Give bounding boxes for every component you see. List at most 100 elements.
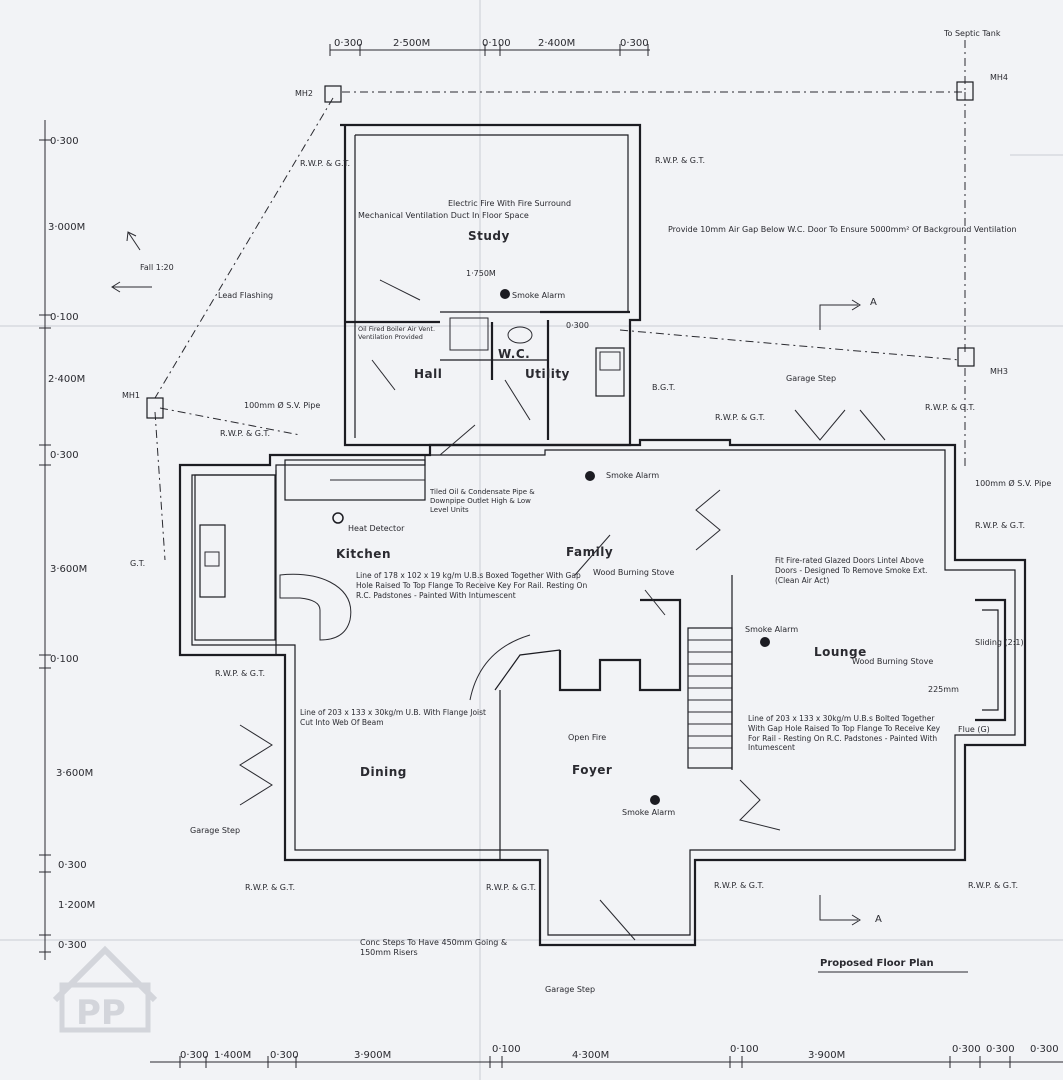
bottom-dim-2: 0·300 <box>270 1050 299 1061</box>
top-dim-3: 2·400M <box>538 38 575 49</box>
left-dimension-line: 0·300 3·000M 0·100 2·400M 0·300 3·600M 0… <box>39 120 95 960</box>
top-dim-2: 0·100 <box>482 38 511 49</box>
note-gully-left: 100mm Ø S.V. Pipe <box>244 400 320 410</box>
manhole-mh4 <box>956 81 974 101</box>
note-garage-step-left: Garage Step <box>190 826 240 835</box>
left-dim-6: 0·100 <box>50 654 79 665</box>
note-oil-boiler: Oil Fired Boiler Air Vent. Ventilation P… <box>358 325 436 342</box>
detectors <box>332 289 770 805</box>
note-heat-detector: Heat Detector <box>348 524 405 533</box>
note-deadlight: Sliding (2:1) <box>975 638 1024 647</box>
room-labels: Study Hall W.C. Utility Kitchen Family L… <box>336 229 867 779</box>
room-label-utility: Utility <box>525 367 570 381</box>
rwp-6: R.W.P. & G.T. <box>975 521 1025 530</box>
section-marker-bottom: A <box>875 914 882 925</box>
rwp-4: R.W.P. & G.T. <box>715 413 765 422</box>
note-lead-flashing: Lead Flashing <box>218 291 273 300</box>
room-label-lounge: Lounge <box>814 645 867 659</box>
note-garage-step-top: Garage Step <box>786 374 836 383</box>
note-dim-study: 1·750M <box>466 269 496 278</box>
manhole-mh1 <box>146 397 164 419</box>
smoke-alarm-icon <box>585 471 595 481</box>
note-electric-fire: Electric Fire With Fire Surround <box>448 199 571 208</box>
bottom-dim-7: 3·900M <box>808 1050 845 1061</box>
note-background-vent-text: Provide 10mm Air Gap Below W.C. Door To … <box>668 225 1017 234</box>
smoke-alarm-icon <box>500 289 510 299</box>
rwp-5: R.W.P. & G.T. <box>925 403 975 412</box>
left-dim-2: 0·100 <box>50 312 79 323</box>
watermark-text: PP <box>76 993 126 1033</box>
note-open-fire: Open Fire <box>568 733 606 742</box>
note-glazed-door: Fit Fire-rated Glazed Doors Lintel Above… <box>775 556 928 585</box>
mh4-label: MH4 <box>990 73 1008 82</box>
note-steps-wrap: Conc Steps To Have 450mm Going & 150mm R… <box>360 938 508 958</box>
section-marker-top: A <box>870 297 877 308</box>
bottom-dim-6: 0·100 <box>730 1044 759 1055</box>
note-gt: G.T. <box>130 559 145 568</box>
room-label-foyer: Foyer <box>572 763 612 777</box>
mh1-label: MH1 <box>122 391 140 400</box>
note-stove-family: Wood Burning Stove <box>593 568 674 577</box>
watermark-logo: PP <box>52 945 158 1033</box>
bottom-dim-4: 0·100 <box>492 1044 521 1055</box>
note-gully-right: 100mm Ø S.V. Pipe <box>975 478 1051 488</box>
rwp-11: R.W.P. & G.T. <box>968 881 1018 890</box>
left-dim-7: 3·600M <box>56 768 93 779</box>
left-dim-0: 0·300 <box>50 136 79 147</box>
room-label-hall: Hall <box>414 367 442 381</box>
note-flue: Flue (G) <box>958 725 990 734</box>
rwp-7: R.W.P. & G.T. <box>215 669 265 678</box>
room-label-family: Family <box>566 545 613 559</box>
left-dim-3: 2·400M <box>48 374 85 385</box>
left-dim-8: 0·300 <box>58 860 87 871</box>
mh3-label: MH3 <box>990 367 1008 376</box>
left-dim-4: 0·300 <box>50 450 79 461</box>
manhole-mh2 <box>324 85 342 103</box>
note-background-vent: Provide 10mm Air Gap Below W.C. Door To … <box>668 225 1017 234</box>
smoke-alarm-icon <box>650 795 660 805</box>
plan-title: Proposed Floor Plan <box>820 958 934 969</box>
rwp-8: R.W.P. & G.T. <box>245 883 295 892</box>
rwp-3: R.W.P. & G.T. <box>220 429 270 438</box>
smoke-alarm-icon <box>760 637 770 647</box>
note-smoke-alarm-foyer: Smoke Alarm <box>622 808 675 817</box>
rwp-2: R.W.P. & G.T. <box>655 156 705 165</box>
left-dim-9: 1·200M <box>58 900 95 911</box>
heat-detector-icon <box>332 512 344 524</box>
note-dining-lintel-wrap: Line of 203 x 133 x 30kg/m U.B. With Fla… <box>300 708 486 727</box>
top-dim-1: 2·500M <box>393 38 430 49</box>
rwp-9: R.W.P. & G.T. <box>486 883 536 892</box>
top-dim-4: 0·300 <box>620 38 649 49</box>
to-septic-label: To Septic Tank <box>943 29 1001 38</box>
note-dim-225: 225mm <box>928 685 959 694</box>
rwp-10: R.W.P. & G.T. <box>714 881 764 890</box>
bottom-dim-0: 0·300 <box>180 1050 209 1061</box>
left-dim-1: 3·000M <box>48 222 85 233</box>
mh2-label: MH2 <box>295 89 313 98</box>
note-garage-step-bottom: Garage Step <box>545 985 595 994</box>
note-steps: Conc Steps To Have 450mm Going & 150mm R… <box>360 938 508 958</box>
left-dim-5: 3·600M <box>50 564 87 575</box>
bottom-dimension-line: 0·300 1·400M 0·300 3·900M 0·100 4·300M 0… <box>150 1044 1063 1068</box>
note-mech-vent: Mechanical Ventilation Duct In Floor Spa… <box>358 211 529 220</box>
note-dim-0300: 0·300 <box>566 321 589 330</box>
manhole-mh3 <box>957 347 975 367</box>
bottom-dim-3: 3·900M <box>354 1050 391 1061</box>
room-label-wc: W.C. <box>498 347 530 361</box>
bottom-dim-9: 0·300 <box>986 1044 1015 1055</box>
note-stove-lounge: Wood Burning Stove <box>852 657 933 666</box>
top-dim-0: 0·300 <box>334 38 363 49</box>
note-kitchen-lintel: Line of 178 x 102 x 19 kg/m U.B.s Boxed … <box>356 571 588 600</box>
note-oil-boiler-wrap: Oil Fired Boiler Air Vent. Ventilation P… <box>358 325 436 342</box>
note-dining-lintel: Line of 203 x 133 x 30kg/m U.B. With Fla… <box>300 708 486 727</box>
room-label-dining: Dining <box>360 765 407 779</box>
note-lounge-lintel: Line of 203 x 133 x 30kg/m U.B.s Bolted … <box>748 714 941 753</box>
walls <box>178 123 1027 947</box>
bottom-dim-1: 1·400M <box>214 1050 251 1061</box>
room-label-study: Study <box>468 229 510 243</box>
drainage-layout: MH2 MH4 MH1 MH3 To Septic Tank Fall 1:20 <box>111 29 1008 561</box>
drawing-title: Proposed Floor Plan <box>818 958 968 973</box>
doors <box>239 279 886 941</box>
